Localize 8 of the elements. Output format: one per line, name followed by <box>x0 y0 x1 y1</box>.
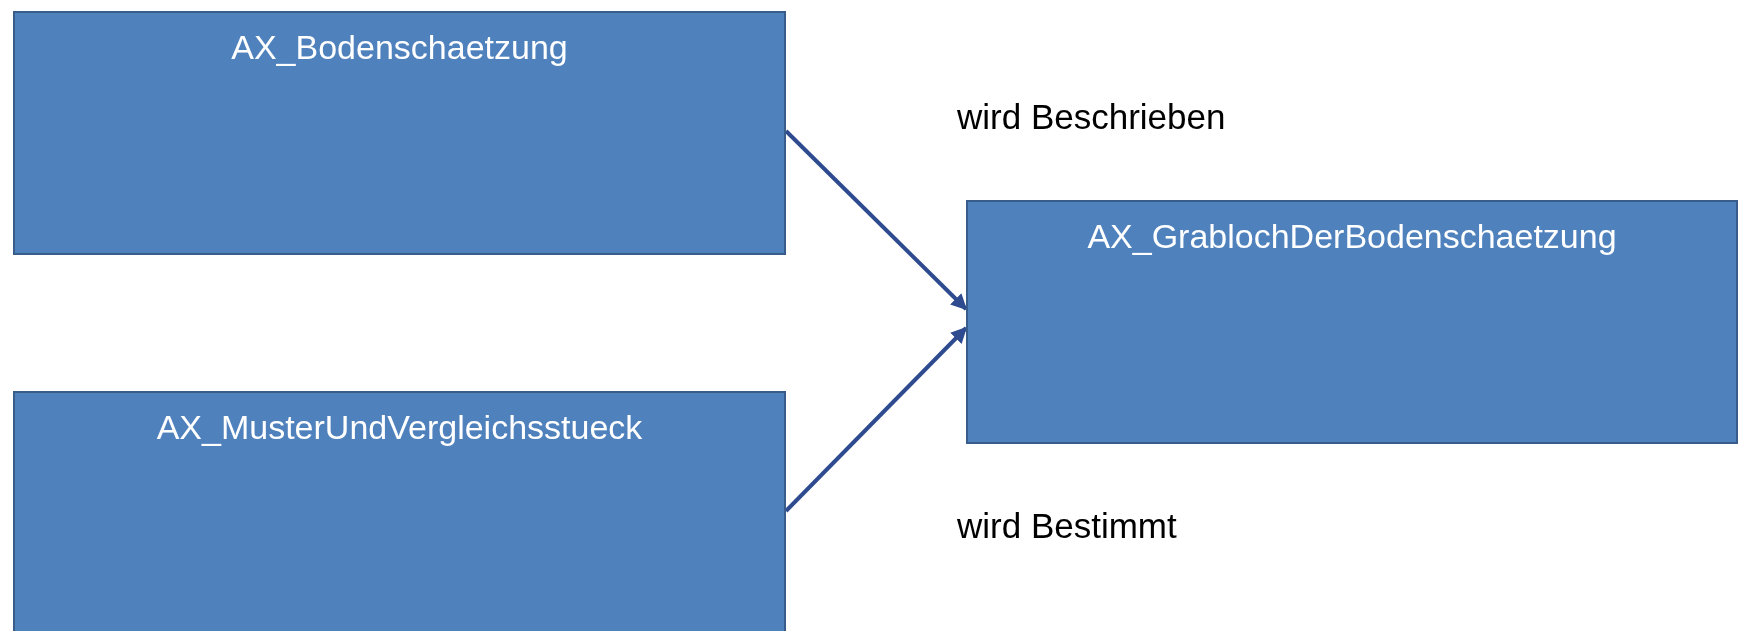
class-box <box>966 200 1738 444</box>
class-name: AX_MusterUndVergleichsstueck <box>156 407 643 447</box>
relation-label: wird Bestimmt <box>957 505 1177 547</box>
relation-label: wird Beschrieben <box>957 96 1226 138</box>
class-box <box>13 11 786 255</box>
class-box <box>13 391 786 631</box>
class-name: AX_GrablochDerBodenschaetzung <box>1087 216 1617 256</box>
class-name: AX_Bodenschaetzung <box>231 27 568 67</box>
